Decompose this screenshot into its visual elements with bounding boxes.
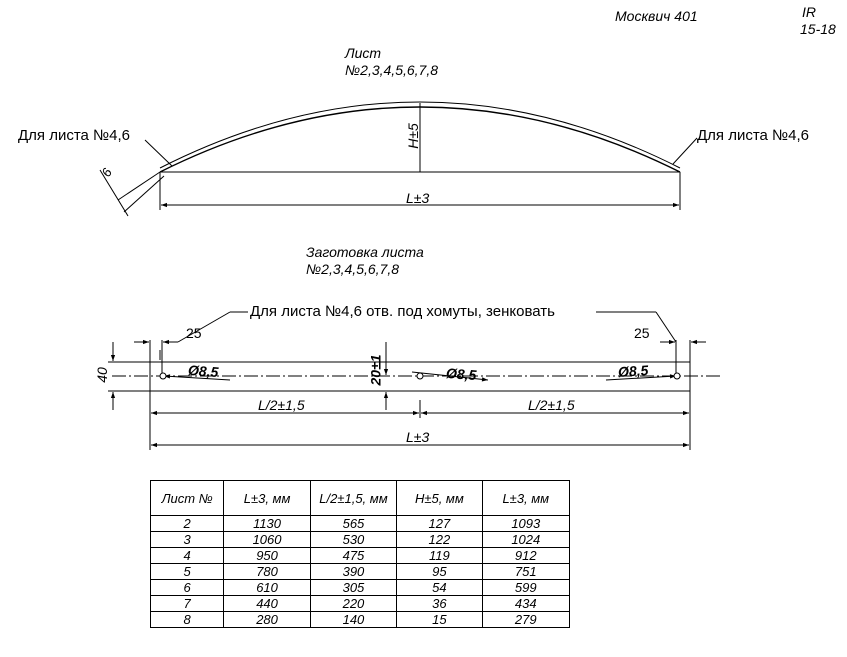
table-cell: 220 [309, 595, 398, 612]
hole-left [159, 372, 167, 380]
table-cell: 390 [309, 563, 398, 580]
dim-width: 40 [93, 367, 110, 383]
table-cell: 5 [149, 563, 225, 580]
model-label: Москвич 401 [615, 8, 698, 24]
table-cell: 119 [396, 547, 483, 564]
dim-offset-right: 25 [634, 325, 650, 341]
table-cell: 434 [481, 595, 571, 612]
table-cell: 127 [396, 515, 483, 532]
table-cell: 6 [149, 579, 225, 596]
blank-note: Для листа №4,6 отв. под хомуты, зенковат… [250, 303, 555, 320]
table-cell: 4 [149, 547, 225, 564]
col-header-height: H±5, мм [396, 480, 483, 516]
table-cell: 36 [396, 595, 483, 612]
table-cell: 3 [149, 531, 225, 548]
table-cell: 140 [309, 611, 398, 628]
col-header-half-length: L/2±1,5, мм [309, 480, 398, 516]
table-row: 5 780 390 95 751 [149, 563, 571, 580]
table-cell: 599 [481, 579, 571, 596]
dim-half-right: L/2±1,5 [528, 397, 575, 413]
table-cell: 15 [396, 611, 483, 628]
dim-total: L±3 [406, 429, 430, 445]
dim-center-height: 20±1 [367, 354, 384, 386]
dim-height: H±5 [404, 123, 421, 149]
table-cell: 279 [481, 611, 571, 628]
table-cell: 1130 [223, 515, 311, 532]
table-cell: 122 [396, 531, 483, 548]
table-cell: 7 [149, 595, 225, 612]
table-cell: 54 [396, 579, 483, 596]
table-cell: 1024 [481, 531, 571, 548]
callout-left: Для листа №4,6 [18, 127, 130, 144]
top-view-title-2: №2,3,4,5,6,7,8 [345, 62, 439, 78]
table-cell: 440 [223, 595, 311, 612]
table-cell: 530 [309, 531, 398, 548]
table-cell: 912 [481, 547, 571, 564]
col-header-length: L±3, мм [223, 480, 311, 516]
blank-title-1: Заготовка листа [306, 244, 424, 260]
hole-center-label: Ø8,5 [445, 364, 477, 384]
dim-half-left: L/2±1,5 [258, 397, 305, 413]
table-row: 7 440 220 36 434 [149, 595, 571, 612]
table-cell: 305 [309, 579, 398, 596]
table-cell: 8 [149, 611, 225, 628]
table-cell: 751 [481, 563, 571, 580]
blank-title-2: №2,3,4,5,6,7,8 [306, 261, 400, 277]
table-cell: 610 [223, 579, 311, 596]
table-row: 6 610 305 54 599 [149, 579, 571, 596]
dim-offset-left: 25 [186, 325, 202, 341]
callout-right: Для листа №4,6 [697, 127, 809, 144]
leaf-arc-upper [159, 101, 681, 169]
table-cell: 2 [149, 515, 225, 532]
table-cell: 1060 [223, 531, 311, 548]
hole-right [673, 372, 681, 380]
hole-left-label: Ø8,5 [187, 361, 219, 381]
col-header-leaf-no: Лист № [149, 480, 225, 516]
table-row: 8 280 140 15 279 [149, 611, 571, 628]
table-cell: 780 [223, 563, 311, 580]
dimensions-table: Лист № L±3, мм L/2±1,5, мм H±5, мм L±3, … [149, 480, 571, 628]
table-cell: 950 [223, 547, 311, 564]
table-header-row: Лист № L±3, мм L/2±1,5, мм H±5, мм L±3, … [149, 480, 571, 516]
table-cell: 95 [396, 563, 483, 580]
col-header-length-2: L±3, мм [481, 480, 571, 516]
drawing-code-line2: 15-18 [800, 21, 836, 37]
hole-right-label: Ø8,5 [617, 361, 649, 381]
table-cell: 280 [223, 611, 311, 628]
table-cell: 1093 [481, 515, 571, 532]
table-cell: 475 [309, 547, 398, 564]
table-row: 4 950 475 119 912 [149, 547, 571, 564]
hole-center [416, 372, 424, 380]
dim-length: L±3 [406, 190, 430, 206]
top-view-title-1: Лист [345, 45, 382, 61]
drawing-code-line1: IR [802, 4, 816, 20]
table-cell: 565 [309, 515, 398, 532]
table-row: 2 1130 565 127 1093 [149, 515, 571, 532]
table-row: 3 1060 530 122 1024 [149, 531, 571, 548]
